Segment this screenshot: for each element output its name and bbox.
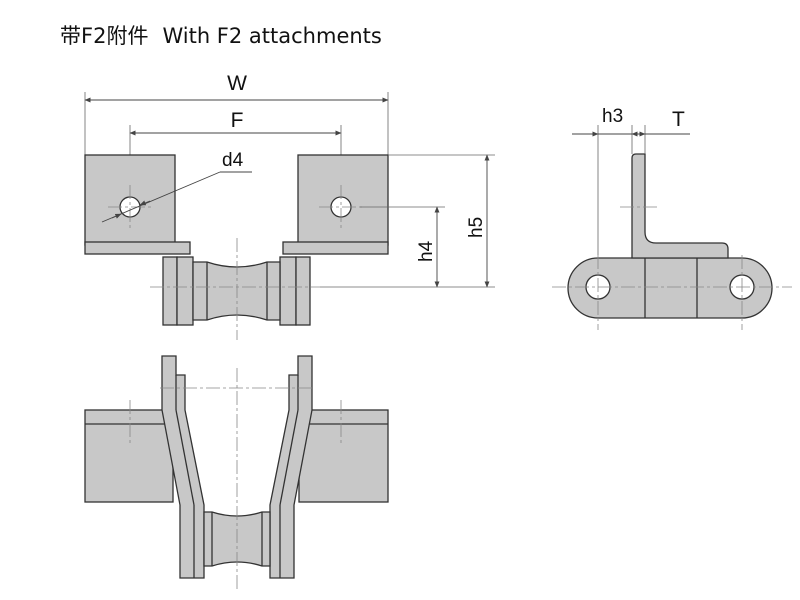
- label-h3: h3: [602, 106, 623, 127]
- dim-d4: d4: [101, 150, 252, 223]
- roller: [192, 261, 281, 321]
- dim-W: W: [84, 72, 389, 103]
- label-T: T: [672, 108, 685, 131]
- dim-h4-h5: [320, 154, 495, 288]
- diagram-title: 带F2附件 With F2 attachments: [60, 20, 382, 50]
- bottom-view: [84, 355, 389, 579]
- side-center-lines: [552, 206, 792, 330]
- front-view: [84, 92, 389, 326]
- front-center-lines: [108, 185, 363, 340]
- title-english: With F2 attachments: [162, 24, 382, 48]
- label-h5: h5: [466, 217, 487, 238]
- title-chinese: 带F2附件: [60, 24, 149, 48]
- side-view: [567, 153, 773, 319]
- label-d4: d4: [222, 150, 244, 171]
- bottom-center-lines: [129, 368, 342, 590]
- label-h4: h4: [416, 240, 437, 262]
- dim-F: F: [129, 109, 342, 136]
- label-W: W: [227, 72, 247, 95]
- label-F: F: [231, 109, 244, 132]
- bottom-left-plate: [84, 409, 174, 503]
- dim-h3-T: h3 T: [572, 106, 690, 255]
- side-bracket: [631, 153, 729, 259]
